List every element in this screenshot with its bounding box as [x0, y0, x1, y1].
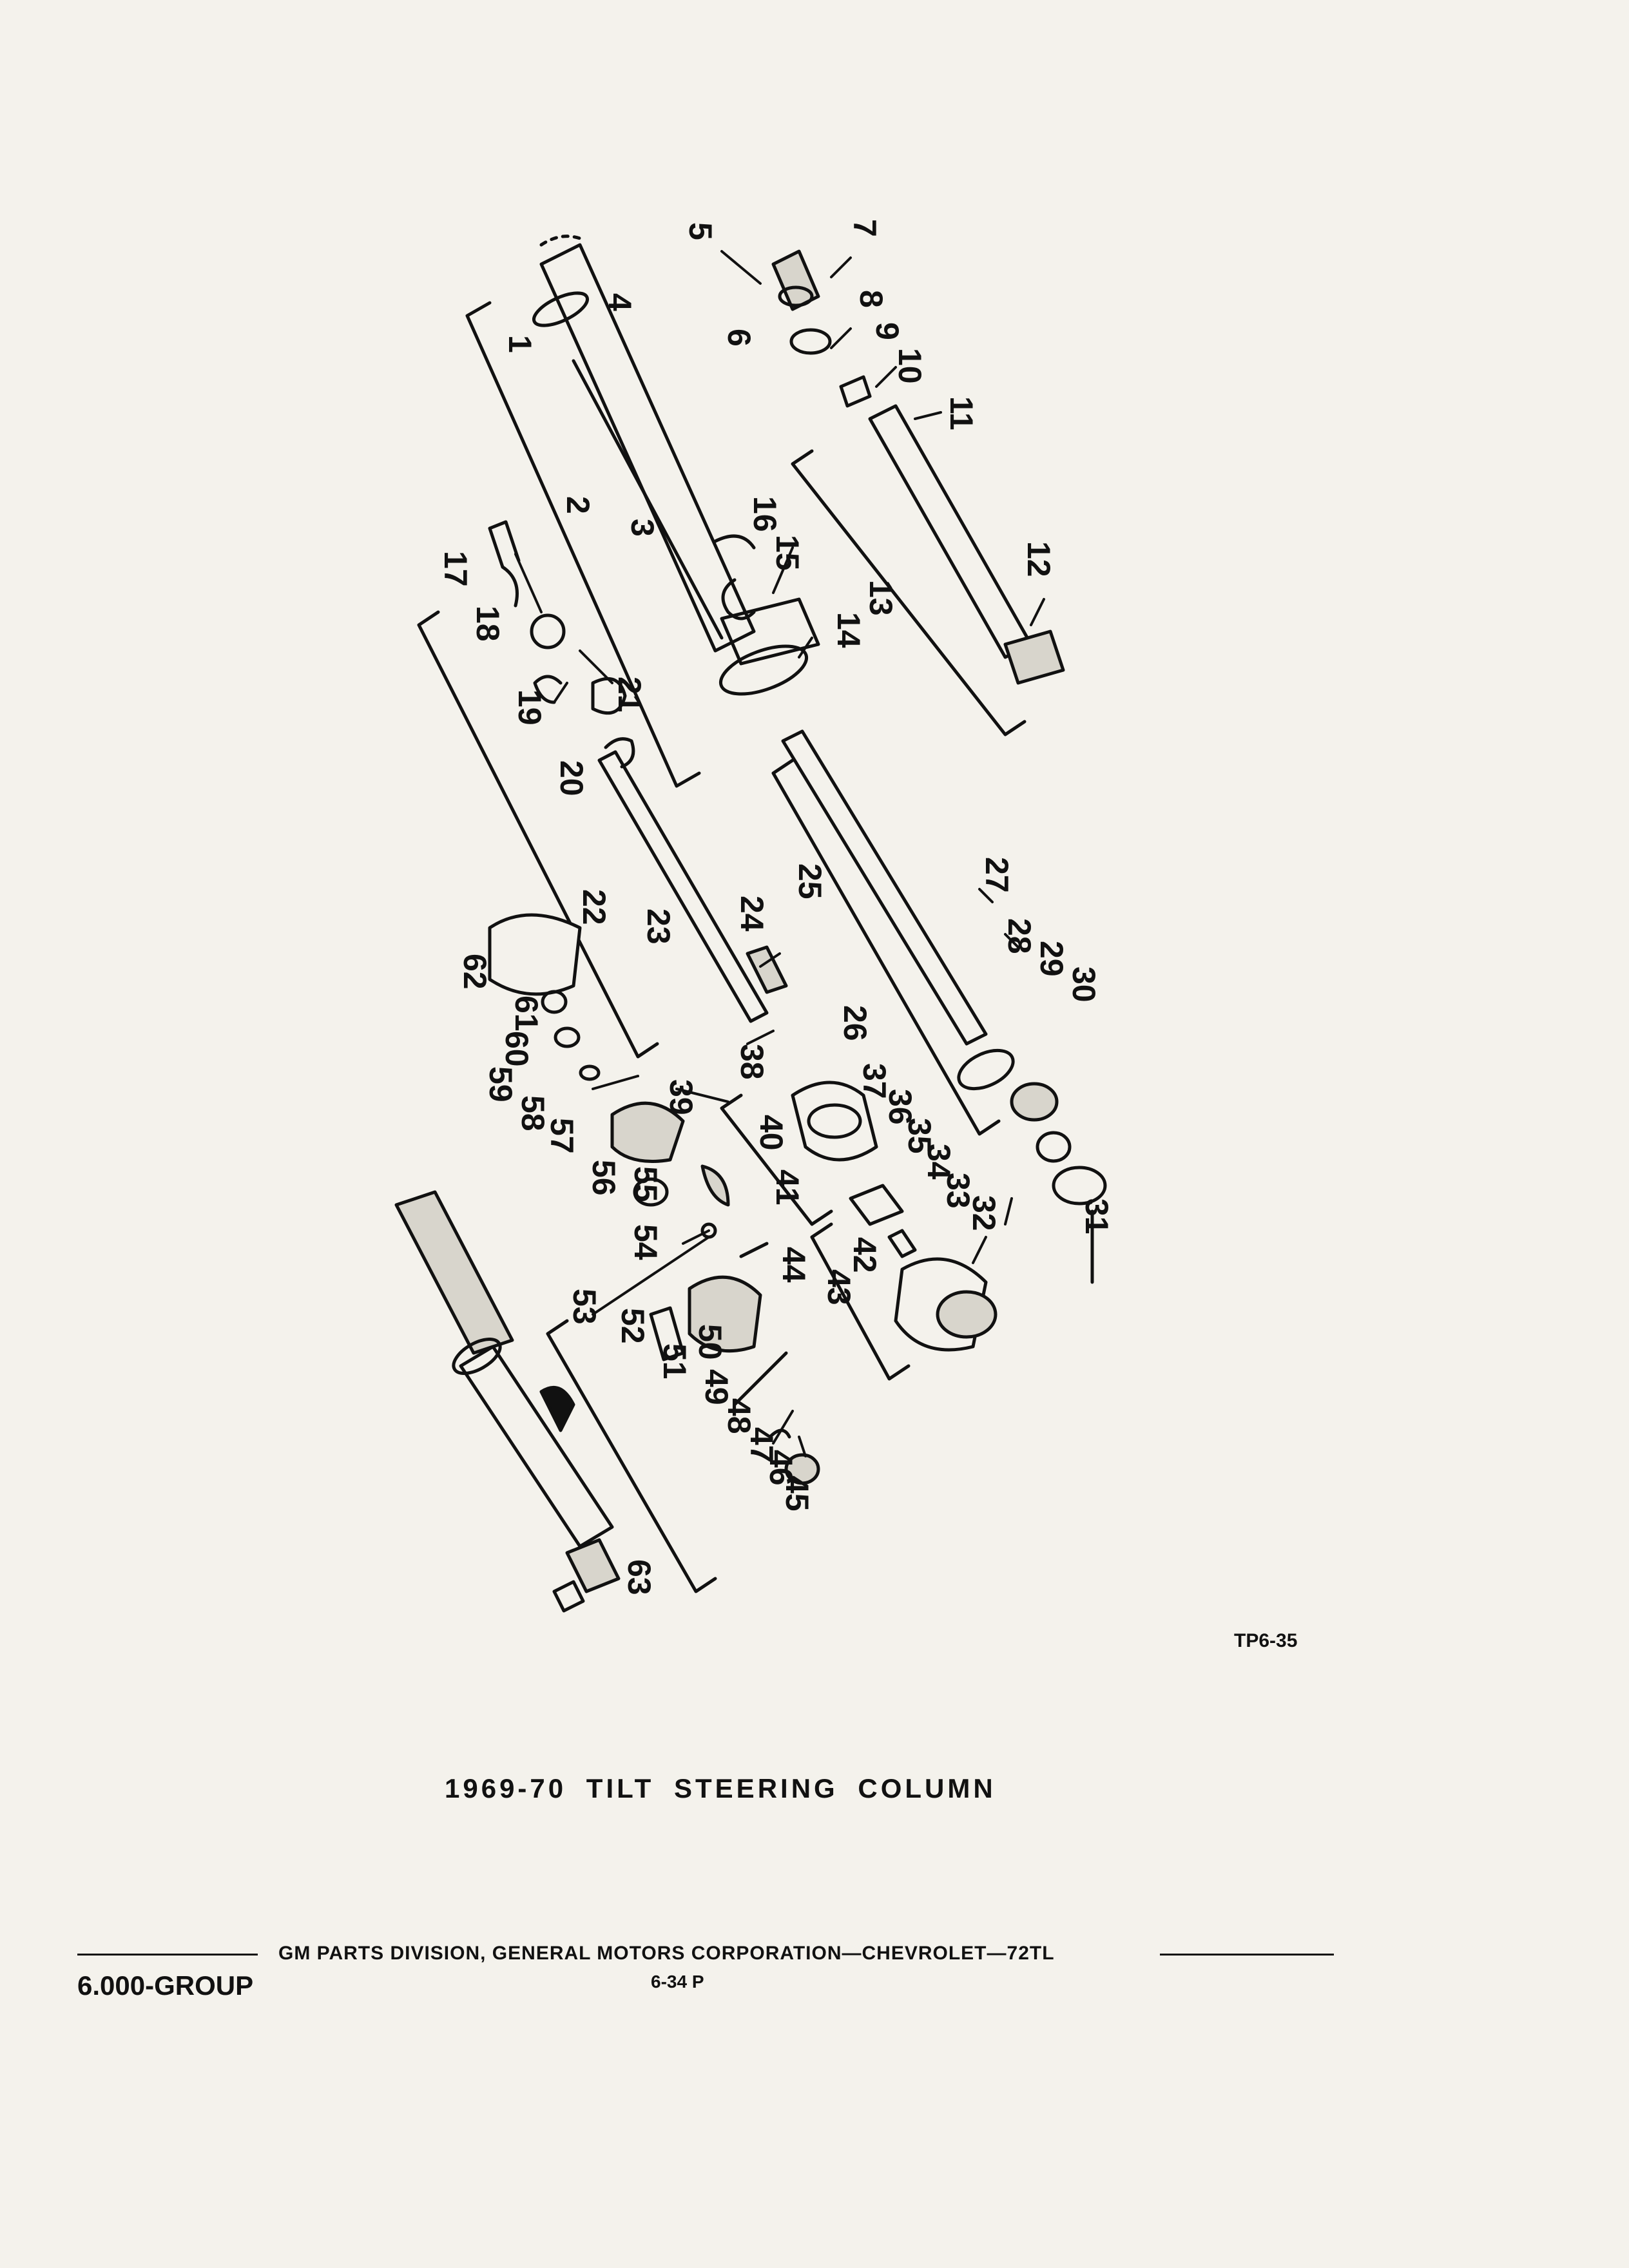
callout-14: 14	[831, 612, 867, 648]
callout-54: 54	[628, 1224, 664, 1260]
callout-52: 52	[615, 1308, 651, 1344]
long-shaft-part	[781, 729, 1015, 1091]
callout-36: 36	[882, 1089, 918, 1125]
callout-50: 50	[692, 1324, 728, 1360]
lower-column-part	[394, 1190, 621, 1613]
callout-6: 6	[721, 329, 757, 347]
shaft-upper-part	[771, 249, 1065, 685]
callout-20: 20	[554, 760, 590, 796]
callout-43: 43	[821, 1269, 857, 1305]
callout-27: 27	[979, 857, 1015, 893]
ring-part	[488, 913, 730, 1239]
callout-62: 62	[457, 954, 493, 990]
callout-55: 55	[628, 1166, 664, 1202]
callout-8: 8	[853, 290, 889, 308]
callout-59: 59	[483, 1066, 519, 1102]
callout-35: 35	[901, 1118, 938, 1154]
callout-15: 15	[769, 535, 805, 571]
callout-31: 31	[1079, 1198, 1115, 1235]
footer-page-number: 6-34 P	[651, 1972, 704, 1992]
callout-33: 33	[940, 1173, 976, 1209]
jacket-upper-part	[532, 235, 756, 653]
housing-part	[791, 1081, 917, 1258]
callout-30: 30	[1066, 966, 1102, 1003]
callout-25: 25	[792, 863, 828, 899]
callout-57: 57	[544, 1118, 580, 1154]
callout-5: 5	[682, 222, 718, 240]
callout-18: 18	[470, 606, 506, 642]
group-bracket-63	[546, 1319, 717, 1593]
callout-numbers: 1 2 3 4 5 6 7 8 9 10 11 12 13 14 15 16 1…	[438, 219, 1115, 1595]
callout-39: 39	[663, 1079, 699, 1115]
callout-9: 9	[869, 322, 905, 340]
group-bracket-22	[417, 610, 659, 1059]
callout-38: 38	[734, 1044, 770, 1080]
callout-12: 12	[1021, 541, 1057, 577]
callout-60: 60	[499, 1031, 535, 1067]
callout-32: 32	[966, 1195, 1002, 1231]
leader-lines	[514, 250, 1045, 1457]
callout-21: 21	[612, 677, 648, 713]
shaft-lower-part	[597, 737, 788, 1023]
group-bracket-13	[791, 449, 1027, 736]
callout-22: 22	[576, 889, 612, 925]
callout-56: 56	[586, 1160, 622, 1196]
callout-47: 47	[744, 1427, 780, 1463]
callout-46: 46	[763, 1450, 799, 1486]
callout-2: 2	[560, 496, 596, 514]
bearing-parts	[1010, 1082, 1107, 1284]
figure-code: TP6-35	[1234, 1630, 1298, 1651]
callout-34: 34	[921, 1144, 957, 1180]
callout-48: 48	[721, 1398, 757, 1434]
callout-41: 41	[769, 1169, 805, 1206]
callout-49: 49	[699, 1369, 735, 1405]
callout-11: 11	[943, 396, 979, 430]
lower-small-parts	[649, 1242, 820, 1485]
callout-63: 63	[621, 1559, 657, 1595]
group-bracket-43	[810, 1222, 911, 1381]
group-bracket-1	[465, 301, 701, 788]
callout-23: 23	[641, 908, 677, 945]
callout-61: 61	[508, 995, 545, 1032]
callout-1: 1	[502, 335, 538, 353]
footer-group: 6.000-GROUP	[77, 1970, 254, 2001]
group-bracket-39	[720, 1093, 833, 1226]
group-bracket-25	[771, 758, 1001, 1136]
callout-53: 53	[566, 1289, 602, 1325]
callout-10: 10	[892, 348, 928, 384]
callout-51: 51	[657, 1343, 693, 1379]
callout-58: 58	[515, 1095, 551, 1131]
callout-19: 19	[512, 689, 548, 726]
callout-24: 24	[734, 896, 770, 932]
callout-37: 37	[856, 1063, 892, 1099]
callout-4: 4	[602, 293, 638, 311]
lock-sector-part	[488, 520, 627, 715]
callout-7: 7	[847, 219, 883, 237]
callout-42: 42	[847, 1237, 883, 1273]
footer-publisher: GM PARTS DIVISION, GENERAL MOTORS CORPOR…	[278, 1943, 1055, 1964]
callout-28: 28	[1001, 918, 1037, 954]
callout-17: 17	[438, 551, 474, 587]
callout-44: 44	[776, 1247, 812, 1283]
figure-caption: 1969-70 TILT STEERING COLUMN	[445, 1773, 996, 1803]
seal-gasket-part	[718, 578, 820, 696]
callout-40: 40	[753, 1115, 789, 1151]
callout-16: 16	[747, 496, 783, 532]
cover-part	[894, 1257, 998, 1352]
callout-13: 13	[863, 580, 899, 616]
callout-3: 3	[624, 519, 660, 537]
callout-29: 29	[1034, 941, 1070, 977]
callout-45: 45	[779, 1475, 815, 1512]
footer-rule-left	[77, 1954, 258, 1956]
callout-26: 26	[837, 1005, 873, 1041]
footer-rule-right	[1160, 1954, 1334, 1956]
